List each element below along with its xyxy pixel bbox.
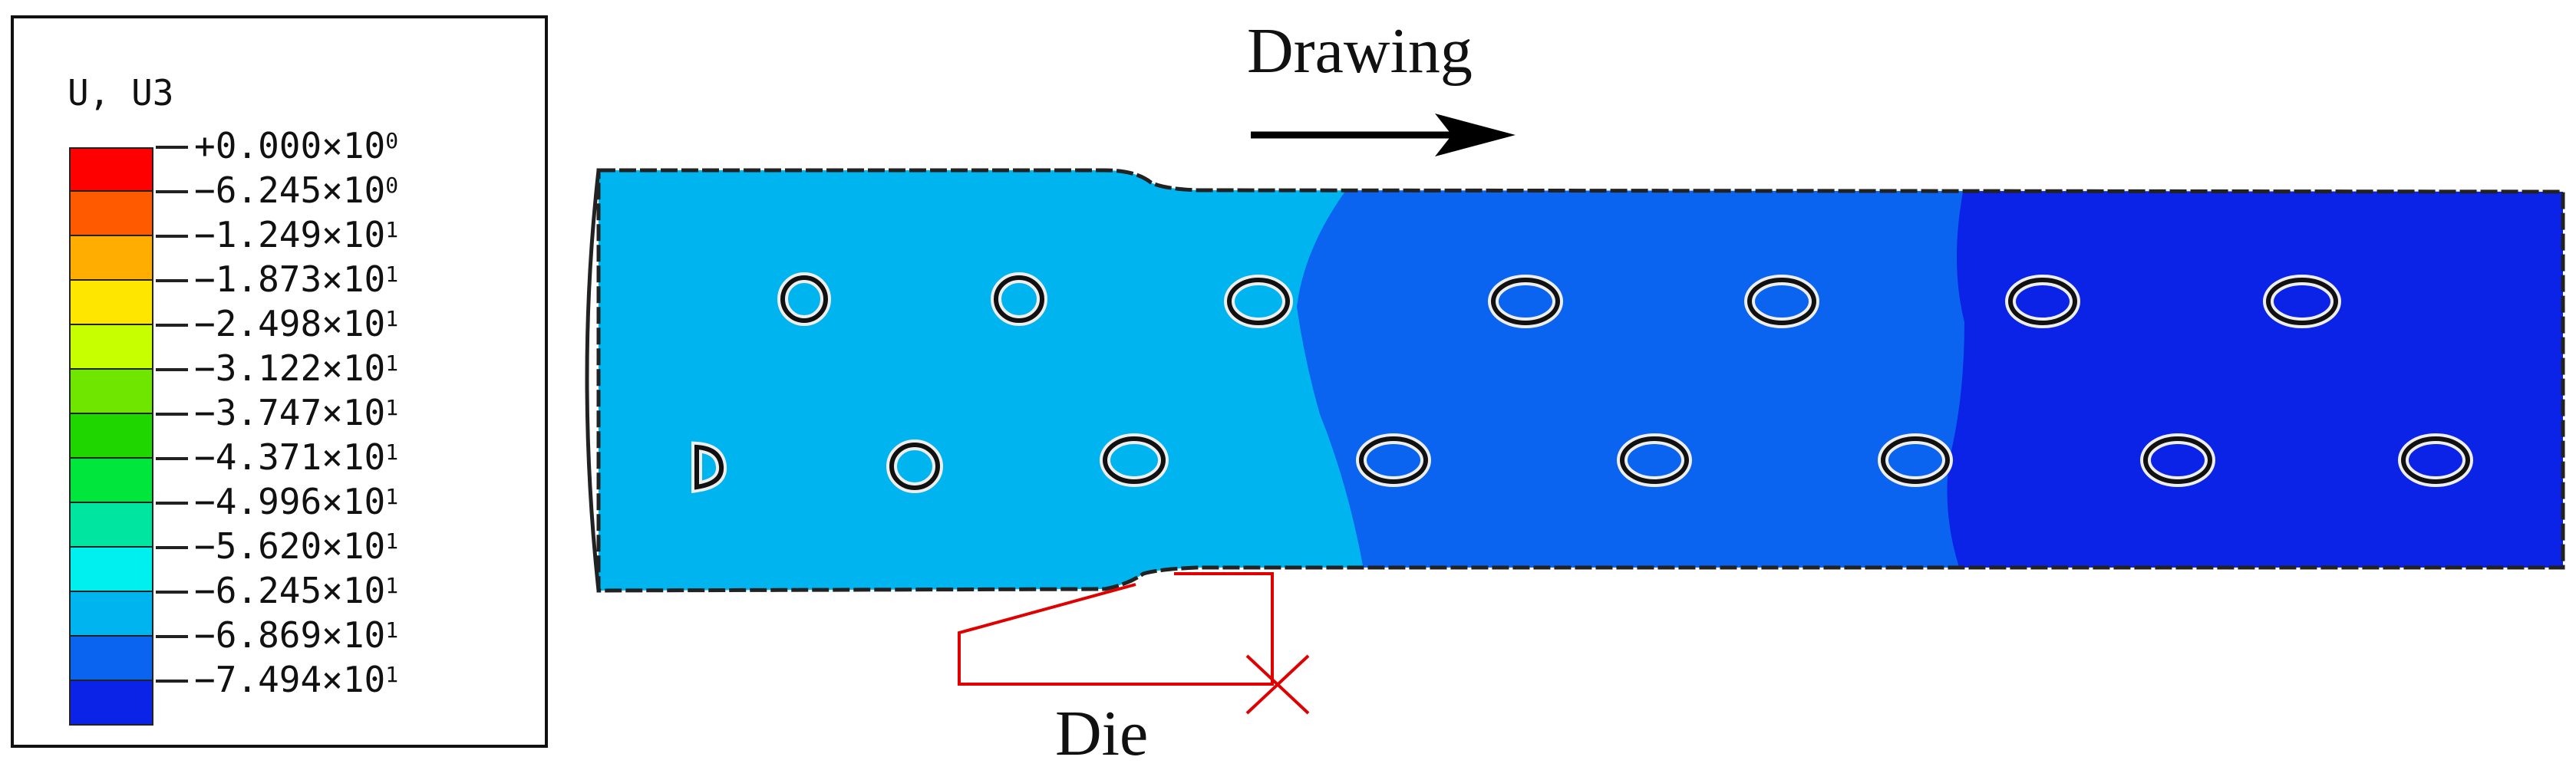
legend-tick-label: −7.494×101	[194, 659, 399, 700]
drawing-label: Drawing	[1247, 15, 1473, 87]
legend-swatch	[69, 236, 153, 281]
legend-swatch	[69, 414, 153, 459]
legend-tick-label: −6.869×101	[194, 614, 399, 656]
hole	[2008, 278, 2077, 325]
hole	[994, 275, 1044, 323]
die-label: Die	[1055, 698, 1149, 769]
hole	[1881, 436, 1950, 484]
legend-tick-label: −6.245×100	[194, 169, 399, 211]
legend-tick-label: −4.996×101	[194, 481, 399, 522]
legend-swatch	[69, 370, 153, 414]
hole	[780, 275, 828, 323]
drawing-arrow	[1251, 114, 1516, 156]
hole	[1491, 278, 1560, 325]
contour-legend: U, U3 +0.000×100−6.245×100−1.249×101−1.8…	[11, 15, 548, 748]
legend-swatch	[69, 192, 153, 236]
legend-swatch	[69, 459, 153, 503]
hole	[2266, 278, 2338, 325]
hole-pattern	[691, 272, 2473, 494]
hole	[694, 444, 724, 490]
legend-title: U, U3	[68, 72, 174, 114]
hole	[1103, 436, 1166, 484]
legend-tick-label: −4.371×101	[194, 436, 399, 478]
legend-tick-label: −2.498×101	[194, 303, 399, 344]
legend-swatch	[69, 548, 153, 592]
legend-swatch	[69, 637, 153, 681]
hole	[889, 443, 940, 490]
legend-tick-label: −1.249×101	[194, 214, 399, 255]
legend-swatch	[69, 281, 153, 325]
hole	[1359, 436, 1428, 484]
hole	[1227, 278, 1290, 325]
tube-outline	[596, 168, 2565, 593]
hole	[2401, 436, 2470, 484]
legend-tick-label: −5.620×101	[194, 525, 399, 567]
legend-swatch	[69, 147, 153, 192]
die-fixed-marker	[1245, 654, 1310, 715]
legend-swatch	[69, 681, 153, 726]
legend-swatch	[69, 325, 153, 370]
die-outline	[958, 572, 1310, 715]
legend-tick-label: −3.122×101	[194, 347, 399, 389]
legend-swatch	[69, 592, 153, 637]
legend-tick-label: −6.245×101	[194, 570, 399, 611]
legend-tick-label: −3.747×101	[194, 392, 399, 433]
hole	[2143, 436, 2212, 484]
legend-tick-label: +0.000×100	[194, 125, 399, 166]
legend-color-bar	[69, 147, 153, 726]
displacement-contour	[599, 170, 2563, 591]
legend-tick-label: −1.873×101	[194, 258, 399, 300]
zone-dark	[1947, 170, 2563, 583]
legend-swatch	[69, 503, 153, 548]
tube-left-end	[585, 169, 601, 591]
hole	[1620, 436, 1689, 484]
hole	[1747, 278, 1816, 325]
